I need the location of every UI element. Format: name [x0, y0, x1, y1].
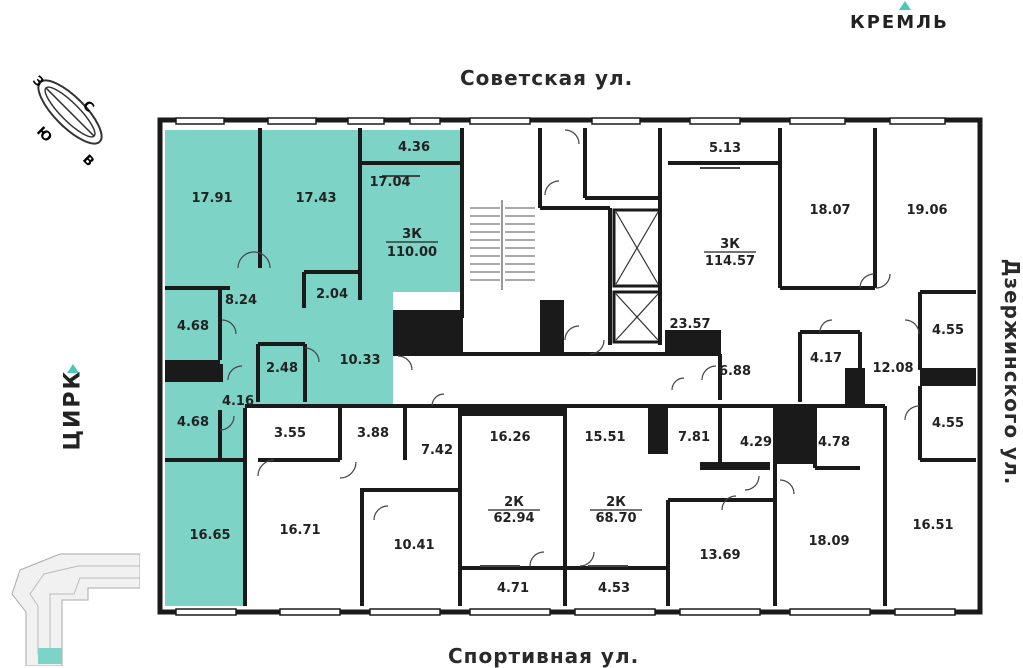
room-area: 17.04: [369, 175, 410, 190]
room-area: 13.69: [699, 548, 740, 563]
selected-apartment-highlight: [165, 130, 461, 606]
room-area: 12.08: [872, 361, 913, 376]
apartment-type: 2К: [504, 495, 524, 510]
room-area: 16.65: [189, 528, 230, 543]
room-area: 3.55: [274, 426, 306, 441]
room-area: 15.51: [584, 430, 625, 445]
street-sovetskaya: Советская ул.: [460, 66, 634, 90]
room-area: 18.09: [808, 534, 849, 549]
apartment-total-area: 62.94: [493, 511, 534, 526]
room-area: 5.13: [709, 141, 741, 156]
room-area: 23.57: [669, 317, 710, 332]
room-area: 4.68: [177, 319, 209, 334]
room-area: 17.91: [191, 191, 232, 206]
room-area: 4.17: [810, 351, 842, 366]
room-area: 16.26: [489, 430, 530, 445]
room-area: 4.36: [398, 140, 430, 155]
room-area: 4.55: [932, 323, 964, 338]
apartment-total-area: 68.70: [595, 511, 636, 526]
room-area: 16.51: [912, 518, 953, 533]
room-area: 3.88: [357, 426, 389, 441]
apartment-type: 3К: [402, 227, 422, 242]
kremlin-label: КРЕМЛЬ: [850, 12, 949, 33]
room-area: 7.81: [678, 430, 710, 445]
apartment-type: 2К: [606, 495, 626, 510]
compass-icon: З С В Ю: [29, 73, 103, 170]
room-area: 16.71: [279, 523, 320, 538]
apartment-type: 3К: [720, 237, 740, 252]
room-area: 17.43: [295, 191, 336, 206]
room-area: 2.04: [316, 287, 348, 302]
apartment-total-area: 110.00: [387, 245, 437, 260]
triangle-marker-icon: [67, 364, 79, 373]
room-area: 6.88: [719, 364, 751, 379]
room-area: 4.71: [497, 581, 529, 596]
site-minimap: [11, 553, 140, 666]
room-area: 4.16: [222, 394, 254, 409]
room-area: 8.24: [225, 293, 257, 308]
landmark-circus: ЦИРК: [58, 356, 88, 450]
room-area: 18.07: [809, 203, 850, 218]
stairs-icon: [470, 200, 535, 290]
room-area: 2.48: [266, 361, 298, 376]
room-area: 10.41: [393, 538, 434, 553]
room-area: 19.06: [906, 203, 947, 218]
room-area: 10.33: [339, 353, 380, 368]
room-area: 4.68: [177, 415, 209, 430]
room-area: 4.55: [932, 416, 964, 431]
room-area: 4.29: [740, 435, 772, 450]
minimap-highlight: [38, 648, 62, 664]
room-area: 7.42: [421, 443, 453, 458]
apartment-total-area: 114.57: [705, 254, 755, 269]
room-area: 4.53: [598, 581, 630, 596]
street-sportivnaya: Спортивная ул.: [448, 644, 640, 668]
triangle-marker-icon: [899, 1, 911, 10]
room-area: 4.78: [818, 435, 850, 450]
